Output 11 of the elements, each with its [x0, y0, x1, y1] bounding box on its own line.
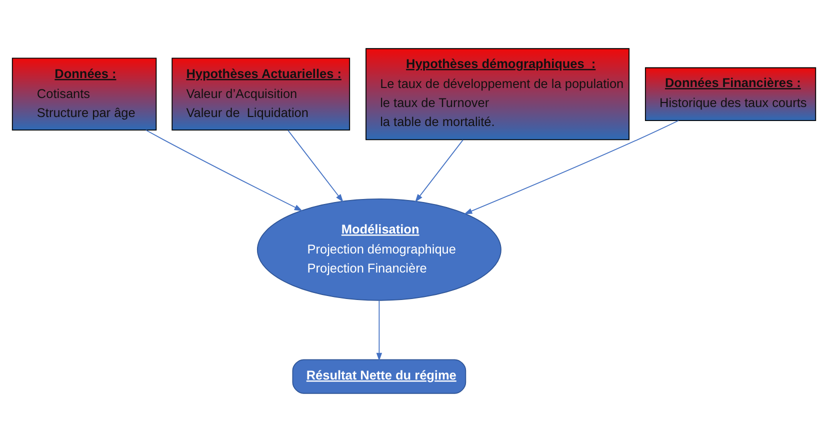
arrow	[415, 138, 464, 202]
node-ellipse: Modélisation Projection démographique Projection Financière	[256, 198, 502, 300]
node-box: Données Financières : Historique des taux courts	[644, 66, 816, 120]
arrow	[288, 129, 344, 202]
node-box: Données : Cotisants Structure par âge	[12, 57, 157, 130]
node-box: Hypothèses démographiques : Le taux de développement de la population le taux de Turnover la table de mortalité.	[366, 48, 630, 140]
arrow	[145, 129, 303, 211]
node-box: Hypothèses Actuarielles : Valeur d’Acquisition Valeur de Liquidation	[172, 57, 350, 130]
arrow	[464, 120, 679, 214]
node-box: Résultat Nette du régime	[292, 358, 466, 394]
arrow	[376, 300, 382, 361]
